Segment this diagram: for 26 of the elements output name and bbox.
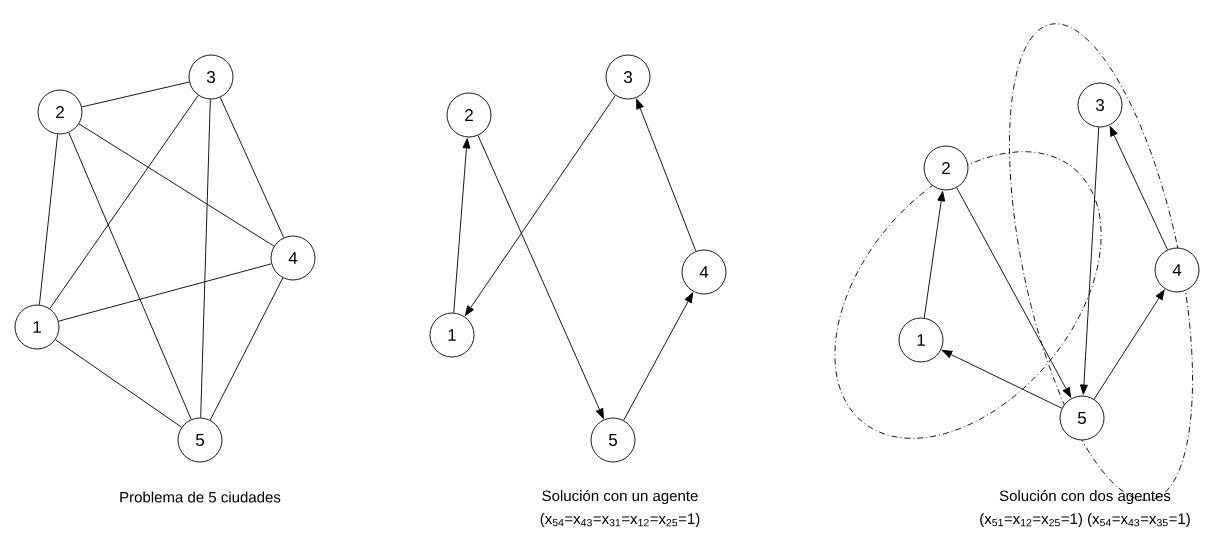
arrow [477,135,604,419]
caption: Problema de 5 ciudades [120,491,281,503]
connecting-line [38,133,59,306]
connecting-line [78,123,275,247]
arrow [956,187,1072,398]
arrow [941,349,1063,409]
connecting-line [68,132,192,420]
arrow [923,191,946,319]
caption: (x$_{51}$=x$_{12}$=x$_{25}$=1) (x$_{54}$=x$_{43}$=x$_{35}$=1) [980,513,1190,527]
connecting-line [55,339,182,428]
connecting-line [58,263,272,322]
connecting-line [49,95,199,310]
arrow [464,95,616,316]
arrow [1109,126,1168,251]
connecting-line [81,81,190,108]
connecting-line [200,99,211,418]
arrow [453,138,471,314]
caption: Solución con un agente [542,489,698,505]
arrow [636,98,697,252]
caption: (x$_{54}$=x$_{43}$=x$_{31}$=x$_{12}$=x$_{25}$=1) [540,513,700,527]
arrow [1080,126,1100,395]
connecting-line [219,97,285,238]
arrow [1093,289,1165,400]
arrow [623,292,694,421]
caption: Solución con dos agentes [999,489,1171,505]
connecting-line [209,277,284,421]
